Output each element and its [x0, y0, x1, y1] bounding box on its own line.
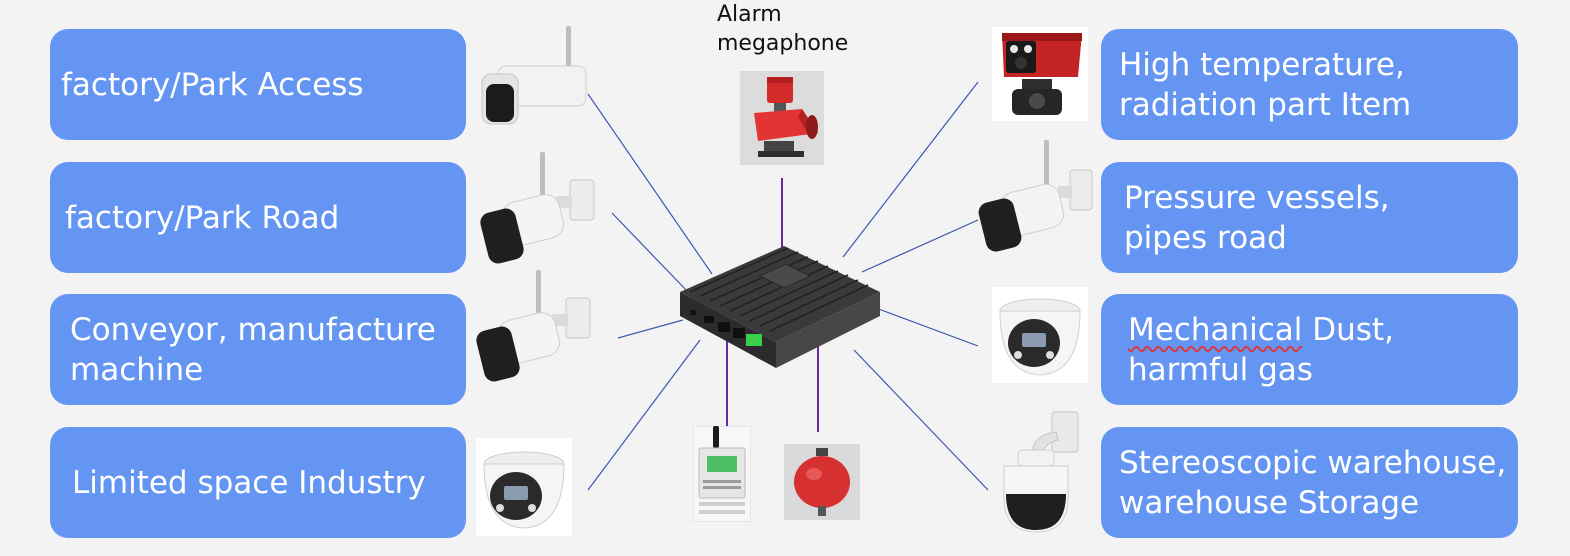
panel-high-temperature: High temperature, radiation part Item: [1101, 29, 1518, 140]
panel-mechanical-dust: Mechanical Dust, harmful gas: [1101, 294, 1518, 405]
connector-line: [611, 212, 689, 293]
fire-extinguisher-icon: [784, 444, 860, 524]
connector-line: [875, 307, 979, 347]
dome-camera-icon: [992, 287, 1088, 387]
panel-label-line1: Conveyor, manufacture: [70, 311, 436, 348]
panel-label-line2: harmful gas: [1128, 351, 1313, 388]
alarm-label-line1: Alarm: [717, 2, 782, 27]
panel-limited-space-industry: Limited space Industry: [50, 427, 466, 538]
panel-label: factory/Park Access: [61, 66, 364, 103]
connector-line: [861, 219, 979, 273]
panel-factory-park-access: factory/Park Access: [50, 29, 466, 140]
thermal-camera-icon: [992, 27, 1088, 125]
bullet-camera-icon: [474, 270, 596, 388]
alarm-megaphone-icon: [740, 71, 824, 169]
panel-label-line2: pipes road: [1124, 219, 1287, 256]
panel-label-line1: Stereoscopic warehouse,: [1119, 444, 1507, 481]
panel-label-rest: Dust,: [1302, 311, 1394, 348]
panel-label-line2: radiation part Item: [1119, 86, 1412, 123]
panel-label: Limited space Industry: [72, 464, 426, 501]
spellcheck-word: Mechanical: [1128, 311, 1303, 348]
connector-line: [587, 93, 713, 275]
connector-line: [617, 319, 684, 339]
connector-line: [587, 339, 701, 491]
panel-label-line1: Pressure vessels,: [1124, 179, 1390, 216]
panel-pressure-vessels: Pressure vessels, pipes road: [1101, 162, 1518, 273]
dome-camera-icon: [476, 438, 572, 540]
panel-label-line2: warehouse Storage: [1119, 484, 1420, 521]
panel-factory-park-road: factory/Park Road: [50, 162, 466, 273]
panel-label-line1: High temperature,: [1119, 46, 1405, 83]
connector-line: [842, 81, 979, 258]
panel-label-line2: machine: [70, 351, 204, 388]
panel-label: factory/Park Road: [65, 199, 340, 236]
panel-stereoscopic-warehouse: Stereoscopic warehouse, warehouse Storag…: [1101, 427, 1518, 538]
ptz-dome-camera-icon: [996, 406, 1082, 540]
alarm-megaphone-label: Alarm megaphone: [717, 0, 848, 58]
edge-computing-box-icon: [676, 240, 882, 376]
bullet-camera-icon: [478, 152, 600, 270]
bullet-camera-icon: [478, 26, 588, 134]
connector-line: [853, 349, 989, 491]
alarm-label-line2: megaphone: [717, 31, 849, 56]
panel-conveyor-machine: Conveyor, manufacture machine: [50, 294, 466, 405]
panel-label-line1: Mechanical Dust,: [1128, 310, 1518, 350]
io-module-icon: [692, 425, 752, 526]
bullet-camera-icon: [978, 140, 1098, 258]
